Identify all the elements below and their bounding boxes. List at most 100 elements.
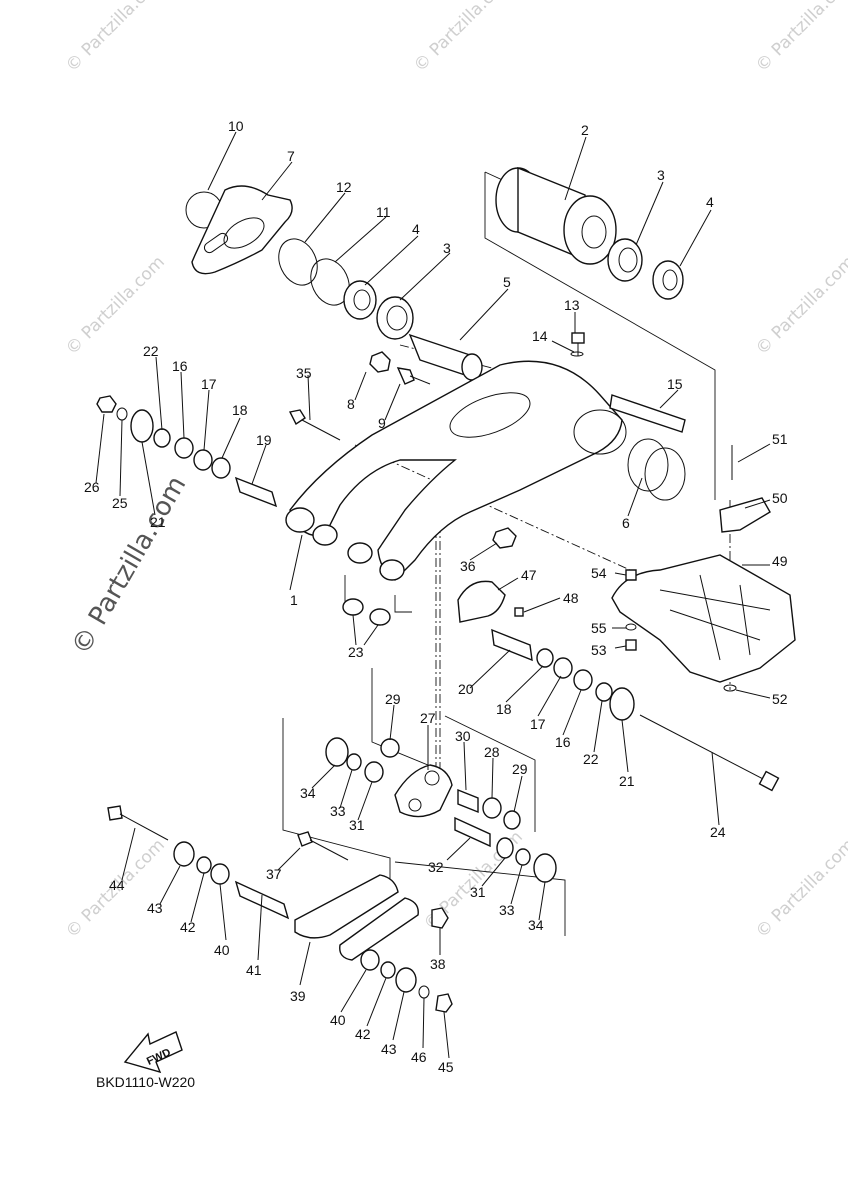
callout-label: 30 [455,728,471,744]
collar-part [454,816,491,848]
guide-plate-part [609,394,686,433]
callout-label: 22 [143,343,159,359]
collar-part [380,961,396,979]
collar-part [457,788,479,814]
relay-arm-hole [424,770,440,786]
nut-part [492,527,517,549]
bracket-plate-part [191,185,293,275]
bracket-part [457,580,506,623]
collar-part [625,569,637,581]
washer-part [380,738,400,758]
bearing-inner [618,247,638,273]
callout-label: 2 [581,122,589,138]
o-ring-part [644,447,686,501]
bolt-shank [409,375,431,385]
bushing-part [193,449,213,471]
nut-part [431,907,449,929]
bearing-part [607,238,643,282]
callout-label: 49 [772,553,788,569]
guide-line [484,172,716,500]
callout-label: 8 [347,396,355,412]
callout-label: 23 [348,644,364,660]
leader-lines [95,131,771,1059]
oil-seal-inner [662,269,678,291]
callout-label: 20 [458,681,474,697]
callout-label: 29 [512,761,528,777]
callout-label: 16 [555,734,571,750]
plate-slot [203,232,229,254]
callout-label: 31 [349,817,365,833]
callout-label: 9 [378,415,386,431]
callout-label: 18 [232,402,248,418]
collar-part [234,476,278,508]
bolt-head [514,607,524,617]
relay-arm-part [394,764,453,818]
callout-label: 52 [772,691,788,707]
guide-box [444,715,536,832]
washer-part [116,407,128,421]
callout-label: 3 [443,240,451,256]
bearing-part [376,296,414,340]
callout-label: 4 [412,221,420,237]
callout-label: 39 [290,988,306,1004]
hub-inner [581,215,607,249]
oil-seal-part [325,737,349,767]
pivot-boss [285,507,315,533]
bolt-shank [301,419,341,441]
damper-part [369,608,391,626]
pivot-shaft-part [639,714,766,781]
callout-label: 13 [564,297,580,313]
washer-part [418,985,430,999]
bolt-head [396,367,415,385]
guide-box [371,668,441,771]
callout-label: 42 [355,1026,371,1042]
washer-part [570,351,584,357]
callout-label: 37 [266,866,282,882]
diagram-code: BKD1110-W220 [96,1074,196,1090]
collar-part [515,848,531,866]
collar-part [196,856,212,874]
nut-part [435,993,453,1013]
callout-label: 33 [499,902,515,918]
callout-label: 26 [84,479,100,495]
callout-label: 11 [376,204,391,220]
washer-part [625,623,637,631]
bolt-head [297,831,313,847]
connecting-rod-part [294,874,399,939]
callout-label: 28 [484,744,500,760]
oil-seal-part [533,853,557,883]
callout-label: 43 [147,900,163,916]
bearing-part [364,761,384,783]
oil-seal-part [130,409,154,443]
washer-part [723,684,737,692]
callout-label: 45 [438,1059,454,1075]
pivot-boss [312,524,338,546]
oil-seal-part [173,841,195,867]
guide-box [282,718,391,880]
callout-label: 44 [109,877,125,893]
callout-label: 54 [591,565,607,581]
callout-label: 21 [619,773,635,789]
callout-label: 38 [430,956,446,972]
swing-arm-part [289,360,623,581]
bearing-part [211,457,231,479]
callout-label: 14 [532,328,548,344]
bearing-part [496,837,514,859]
spacer-part [609,687,635,721]
callout-label: 35 [296,365,312,381]
hub-flange [563,195,617,265]
callout-label: 43 [381,1041,397,1057]
nut-part [369,351,391,373]
callout-label: 21 [150,514,166,530]
callout-label: 27 [420,710,436,726]
bushing-part [553,657,573,679]
o-ring-part [627,438,669,492]
callout-label: 31 [470,884,486,900]
chain-guide-part [719,497,771,533]
pivot-boss [347,542,373,564]
collar-part [346,753,362,771]
bolt-head [625,639,637,651]
callout-label: 19 [256,432,272,448]
damper-part [342,598,364,616]
